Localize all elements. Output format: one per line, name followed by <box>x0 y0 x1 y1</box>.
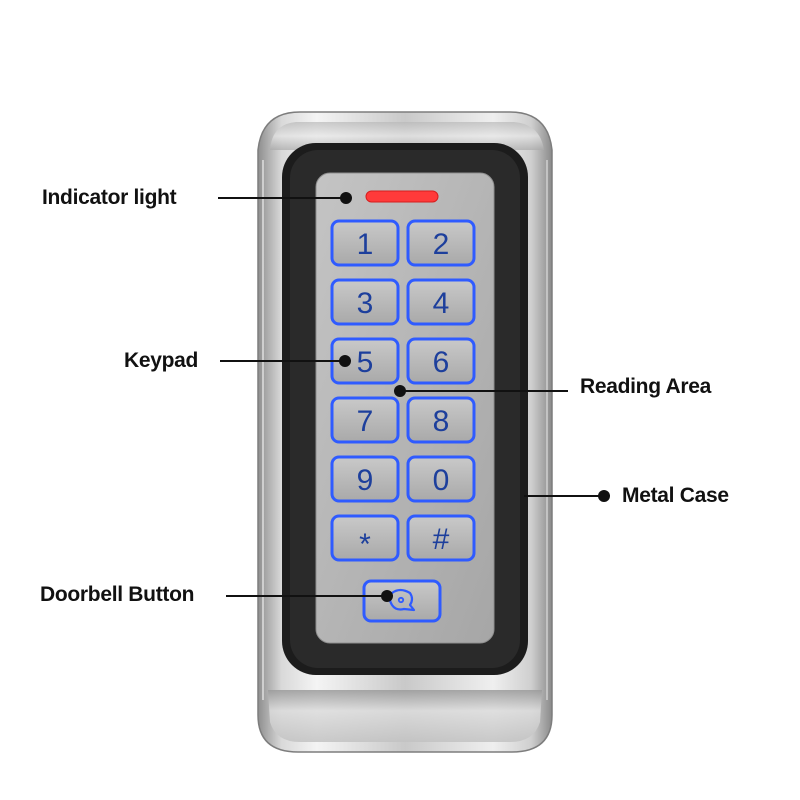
key-4[interactable]: 4 <box>406 278 476 326</box>
key-label: 3 <box>357 287 374 320</box>
keypad-label: Keypad <box>124 349 199 372</box>
doorbell-button-label: Doorbell Button <box>40 583 195 606</box>
doorbell-dot <box>381 590 393 602</box>
key-label: 4 <box>433 287 450 320</box>
key-label: 1 <box>357 228 374 261</box>
key-6[interactable]: 6 <box>406 337 476 385</box>
key-label: 9 <box>357 464 374 497</box>
key-frame <box>406 514 476 562</box>
key-3[interactable]: 3 <box>330 278 400 326</box>
callout-lines <box>218 192 610 602</box>
metal-case-dot <box>598 490 610 502</box>
key-frame <box>330 396 400 444</box>
key-grid: 1 2 3 4 5 6 7 8 9 0 * # <box>330 219 476 562</box>
key-1[interactable]: 1 <box>330 219 400 267</box>
doorbell-button[interactable] <box>362 579 442 623</box>
key-label: 7 <box>357 405 374 438</box>
key-frame <box>406 455 476 503</box>
keypad-dot <box>339 355 351 367</box>
key-label: * <box>359 528 371 561</box>
key-star[interactable]: * <box>330 514 400 562</box>
indicator-light-label: Indicator light <box>42 186 177 209</box>
key-label: 5 <box>357 346 374 379</box>
key-9[interactable]: 9 <box>330 455 400 503</box>
key-0[interactable]: 0 <box>406 455 476 503</box>
key-frame <box>406 278 476 326</box>
key-label: 0 <box>433 464 450 497</box>
key-label: 6 <box>433 346 450 379</box>
indicator-dot <box>340 192 352 204</box>
key-label: 8 <box>433 405 450 438</box>
key-label: 2 <box>433 228 450 261</box>
reading-area-label: Reading Area <box>580 375 711 398</box>
key-frame <box>330 219 400 267</box>
key-hash[interactable]: # <box>406 514 476 562</box>
key-frame <box>406 219 476 267</box>
key-8[interactable]: 8 <box>406 396 476 444</box>
key-7[interactable]: 7 <box>330 396 400 444</box>
key-frame <box>330 278 400 326</box>
key-frame <box>406 396 476 444</box>
key-2[interactable]: 2 <box>406 219 476 267</box>
key-frame <box>406 337 476 385</box>
key-frame <box>330 514 400 562</box>
key-frame <box>330 455 400 503</box>
indicator-light <box>365 190 439 203</box>
metal-case-label: Metal Case <box>622 484 729 507</box>
reading-area-dot <box>394 385 406 397</box>
key-label: # <box>433 523 450 556</box>
bell-icon <box>388 588 416 612</box>
